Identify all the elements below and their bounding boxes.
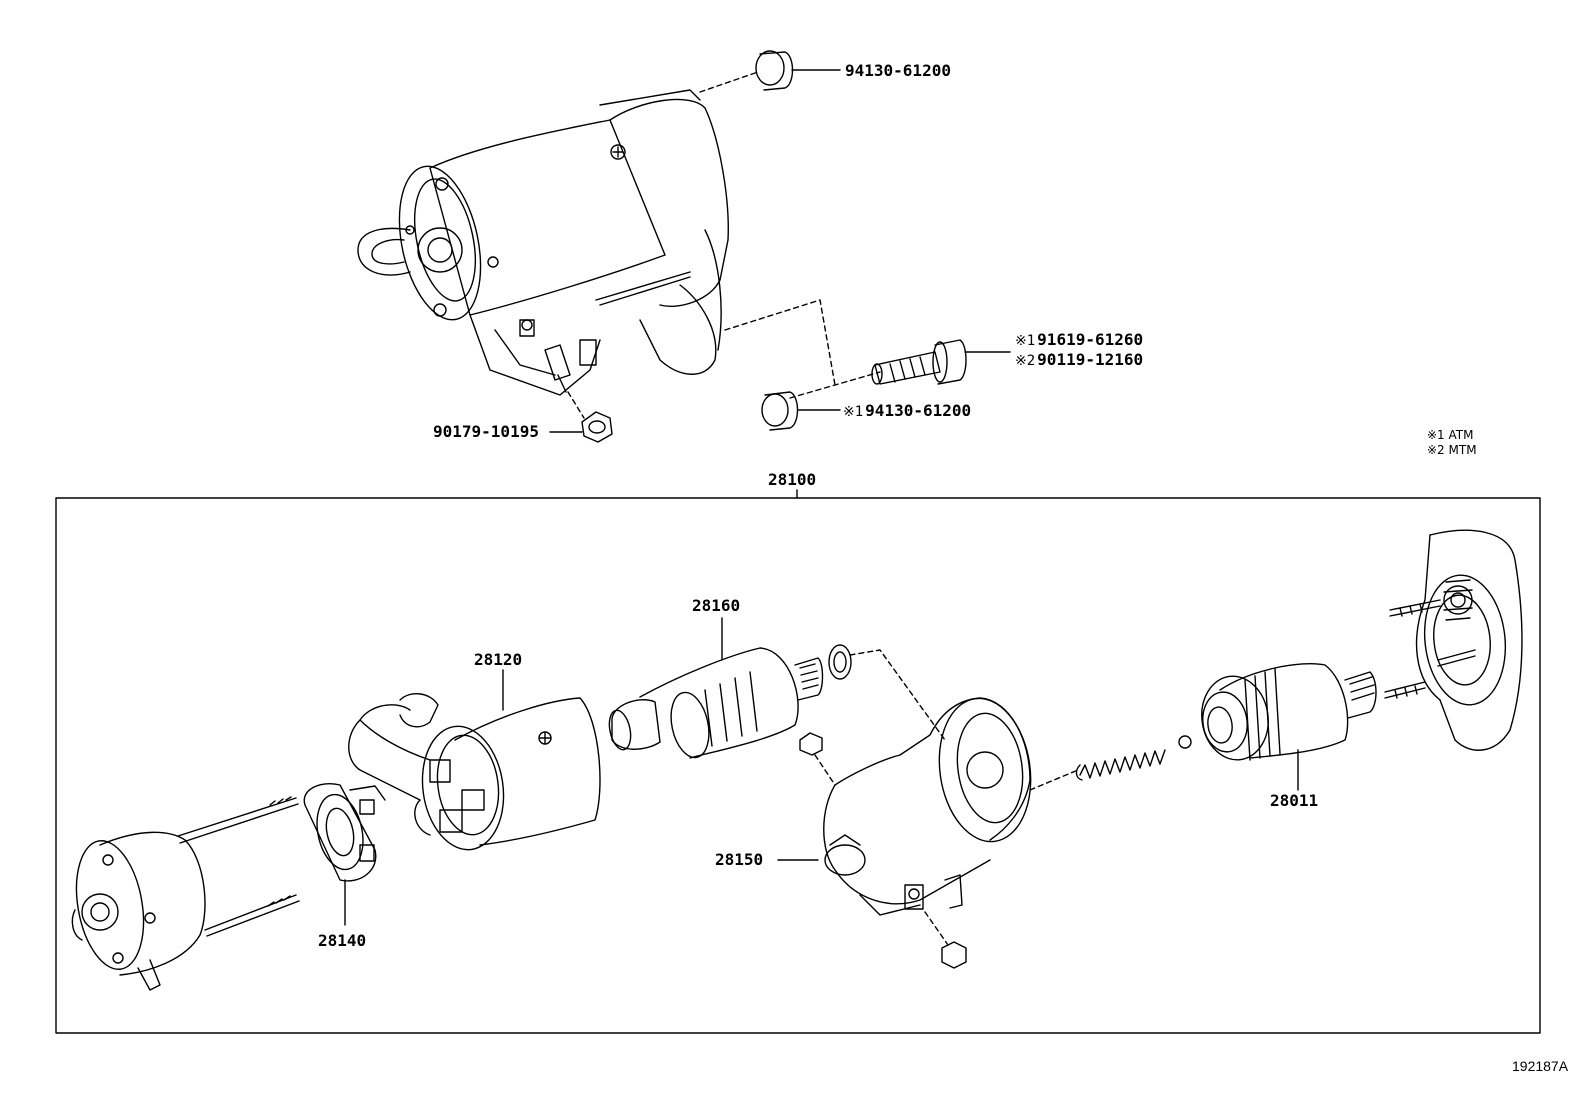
callout-magnetic-switch: 28150 [715,850,764,869]
callout-nut: 90179-10195 [433,423,539,441]
yoke-drawing [348,669,601,851]
legend-item-mtm-mark: ※2 [1427,443,1445,457]
legend-item-atm-text: ATM [1448,428,1474,442]
callout-nut-part-no: 90179-10195 [433,422,539,441]
starter-assembly-drawing [358,90,728,395]
boot-top-drawing [755,50,841,91]
callout-bolt-mtm-part-no: 90119-12160 [1037,350,1144,369]
armature-drawing [608,617,824,759]
callout-brush-holder: 28140 [318,931,367,950]
callout-armature: 28160 [692,596,741,615]
washer-drawing [828,644,852,680]
boot-lower-drawing [761,391,841,431]
nut-drawing [549,411,613,443]
commutator-end-frame-drawing [71,796,300,991]
bolt-drawing [871,339,1011,385]
drive-end-frame-drawing [1384,529,1523,751]
legend-item-atm: ※1 ATM [1427,428,1477,443]
callout-boot-top: 94130-61200 [845,62,951,80]
assembly-frame [55,497,1541,1034]
legend-item-mtm-text: MTM [1448,443,1477,457]
callout-yoke: 28120 [474,650,523,669]
callout-clutch: 28011 [1270,791,1319,810]
magnetic-switch-drawing [777,697,1032,969]
legend: ※1 ATM ※2 MTM [1427,428,1477,458]
legend-item-atm-mark: ※1 [1427,428,1445,442]
figure-number: 192187A [1512,1058,1569,1074]
brush-holder-drawing [303,783,386,926]
assembly-part-no: 28100 [768,470,817,489]
callout-boot-lower-part-no: 94130-61200 [865,401,972,420]
starter-clutch-drawing [1201,663,1377,791]
frame-dashed-lines [814,649,1079,946]
callout-bolt-atm-mark: ※1 [1015,333,1036,349]
callout-boot-top-part-no: 94130-61200 [845,61,951,80]
callout-boot-lower-mark: ※1 [843,404,864,420]
top-dashed-lines [567,71,881,419]
legend-item-mtm: ※2 MTM [1427,443,1477,458]
callout-bolt-atm-part-no: 91619-61260 [1037,330,1144,349]
callout-bolt-mtm-mark: ※2 [1015,353,1036,369]
spring-drawing [1075,735,1192,781]
